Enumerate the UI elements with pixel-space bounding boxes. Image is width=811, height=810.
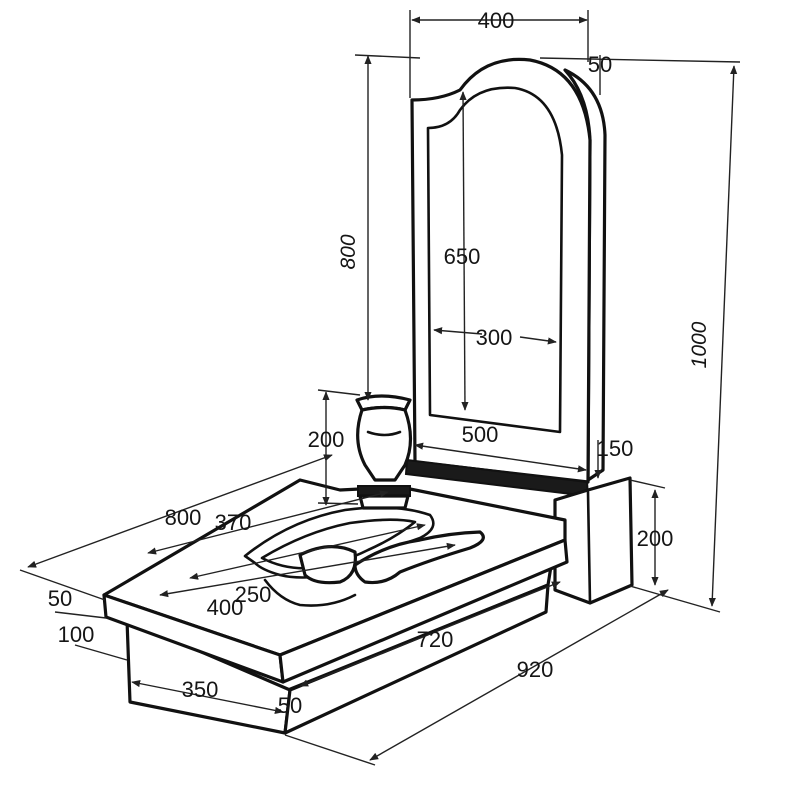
dim-flower-370: 370 <box>215 510 252 535</box>
dimension-labels: 400 50 800 1000 650 300 500 150 200 200 … <box>48 8 711 718</box>
dim-pedestal-150: 150 <box>597 436 634 461</box>
dim-slab-width: 800 <box>165 505 202 530</box>
dim-stele-height: 800 <box>337 234 360 269</box>
dim-flower-400: 400 <box>207 595 244 620</box>
dim-base-width: 500 <box>462 422 499 447</box>
dim-slab-top-thickness: 50 <box>48 586 72 611</box>
dim-pedestal-200: 200 <box>637 526 674 551</box>
vase <box>355 394 413 510</box>
dim-stele-width: 400 <box>478 8 515 33</box>
dim-inner-height: 650 <box>444 244 481 269</box>
dim-overall-height: 1000 <box>688 321 711 368</box>
dim-flower-250: 250 <box>235 582 272 607</box>
dim-stele-thickness: 50 <box>588 52 612 77</box>
dim-vase-height: 200 <box>308 427 345 452</box>
dim-base-offset: 50 <box>278 693 302 718</box>
stele-inner-panel <box>426 86 564 434</box>
dim-overall-length: 920 <box>517 657 554 682</box>
stele <box>404 57 607 498</box>
dim-base-length: 350 <box>182 677 219 702</box>
dimension-lines <box>19 10 741 766</box>
dim-slab-base-thickness: 100 <box>58 622 95 647</box>
dim-slab-length: 720 <box>417 627 454 652</box>
dim-inner-width: 300 <box>476 325 513 350</box>
